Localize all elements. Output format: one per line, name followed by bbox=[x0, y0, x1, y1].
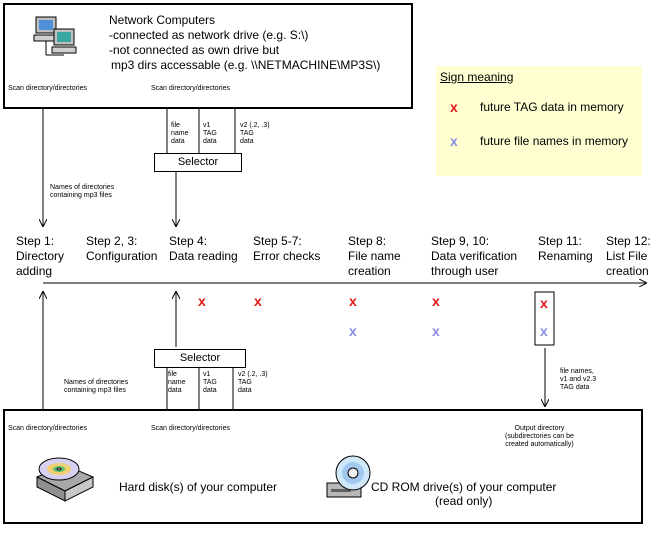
network-scan-left: Scan directory/directories bbox=[8, 85, 87, 92]
tag-mark-step9-10: x bbox=[432, 293, 440, 309]
step-1-label: Step 1: Directory adding bbox=[16, 234, 65, 278]
step-4-label: Step 4: Data reading bbox=[169, 234, 238, 263]
network-scan-mid: Scan directory/directories bbox=[151, 85, 230, 92]
legend-red-mark: x bbox=[450, 99, 458, 115]
legend-blue-label: future file names in memory bbox=[480, 134, 629, 148]
top-selector: Selector bbox=[154, 153, 242, 172]
bottom-selector-col-file-name: file name data bbox=[168, 371, 186, 394]
network-title: Network Computers bbox=[109, 13, 216, 27]
network-computers-box: Network Computers -connected as network … bbox=[3, 3, 413, 109]
tag-mark-step11: x bbox=[540, 295, 548, 311]
filename-mark-step8: x bbox=[349, 323, 357, 339]
top-selector-col-v2: v2 (.2, .3) TAG data bbox=[240, 122, 270, 145]
hdd-label: Hard disk(s) of your computer bbox=[119, 480, 278, 494]
tag-mark-step4: x bbox=[198, 293, 206, 309]
bottom-selector-col-v2: v2 (.2, .3) TAG data bbox=[238, 371, 268, 394]
step-2-3-label: Step 2, 3: Configuration bbox=[86, 234, 158, 263]
bottom-selector: Selector bbox=[154, 349, 246, 368]
cd-rom-drive-icon bbox=[326, 455, 371, 498]
filename-mark-step11: x bbox=[540, 323, 548, 339]
tag-mark-step8: x bbox=[349, 293, 357, 309]
hdd-scan-left: Scan directory/directories bbox=[8, 425, 87, 432]
top-names-note: Names of directories containing mp3 file… bbox=[50, 184, 115, 199]
output-directory-note: Output directory (subdirectories can be … bbox=[505, 425, 574, 448]
hard-disk-icon bbox=[35, 457, 95, 502]
legend-blue-mark: x bbox=[450, 133, 458, 149]
cd-rom-label: CD ROM drive(s) of your computer (read o… bbox=[371, 480, 557, 508]
top-selector-col-v1: v1 TAG data bbox=[203, 122, 217, 145]
step-8-label: Step 8: File name creation bbox=[348, 234, 401, 278]
local-computer-box: Scan directory/directories Scan director… bbox=[3, 409, 643, 524]
network-line-2: -not connected as own drive but bbox=[109, 43, 280, 57]
step-5-7-label: Step 5-7: Error checks bbox=[253, 234, 321, 263]
hdd-scan-mid: Scan directory/directories bbox=[151, 425, 230, 432]
network-line-1: -connected as network drive (e.g. S:\) bbox=[109, 28, 309, 42]
filename-mark-step9-10: x bbox=[432, 323, 440, 339]
sign-meaning-legend: Sign meaning x future TAG data in memory… bbox=[436, 66, 642, 176]
bottom-selector-col-v1: v1 TAG data bbox=[203, 371, 217, 394]
step-9-10-label: Step 9, 10: Data verification through us… bbox=[431, 234, 518, 278]
step-12-label: Step 12: List File creation bbox=[606, 234, 651, 278]
legend-red-label: future TAG data in memory bbox=[480, 100, 624, 114]
network-line-3: mp3 dirs accessable (e.g. \\NETMACHINE\M… bbox=[111, 58, 381, 72]
top-selector-col-file-name: file name data bbox=[171, 122, 189, 145]
step-11-label: Step 11: Renaming bbox=[538, 234, 593, 263]
tag-mark-step5-7: x bbox=[254, 293, 262, 309]
network-computers-icon bbox=[33, 16, 77, 56]
rename-note: file names, v1 and v2.3 TAG data bbox=[560, 368, 597, 391]
renaming-marker-frame bbox=[534, 291, 555, 346]
bottom-names-note: Names of directories containing mp3 file… bbox=[64, 379, 129, 394]
legend-title: Sign meaning bbox=[440, 70, 514, 84]
